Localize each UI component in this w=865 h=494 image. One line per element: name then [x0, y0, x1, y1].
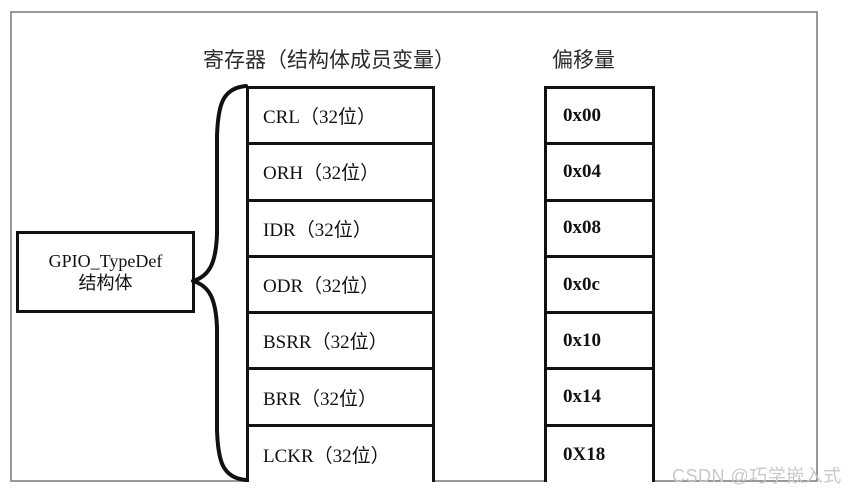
offset-row: 0x00: [547, 89, 652, 146]
register-row: ODR（32位）: [249, 258, 432, 315]
csdn-watermark: CSDN @巧学嵌入式: [672, 466, 842, 486]
register-row: LCKR（32位）: [263, 446, 390, 468]
register-row: IDR（32位）: [249, 202, 432, 258]
offset-table: 0x00 0x04 0x08 0x0c 0x10 0x14 0X18: [544, 86, 655, 482]
register-row: BRR（32位）: [249, 370, 432, 427]
registers-column-header: 寄存器（结构体成员变量）: [203, 48, 455, 72]
offset-row: 0x04: [547, 145, 652, 202]
offset-row: 0x0c: [547, 258, 652, 315]
offset-row: 0X18: [563, 443, 606, 465]
gpio-typedef-struct-box: GPIO_TypeDef 结构体: [16, 231, 195, 313]
offset-row: 0x14: [547, 370, 652, 427]
register-table: CRL（32位） ORH（32位） IDR（32位） ODR（32位） BSRR…: [246, 86, 435, 482]
offsets-column-header: 偏移量: [552, 48, 615, 72]
register-row: BSRR（32位）: [249, 314, 432, 371]
register-row: ORH（32位）: [249, 145, 432, 202]
struct-box-type-name: GPIO_TypeDef: [48, 250, 163, 271]
offset-row: 0x10: [547, 314, 652, 371]
struct-box-subtitle: 结构体: [78, 273, 133, 293]
register-row: CRL（32位）: [249, 89, 432, 146]
offset-row: 0x08: [547, 202, 652, 258]
